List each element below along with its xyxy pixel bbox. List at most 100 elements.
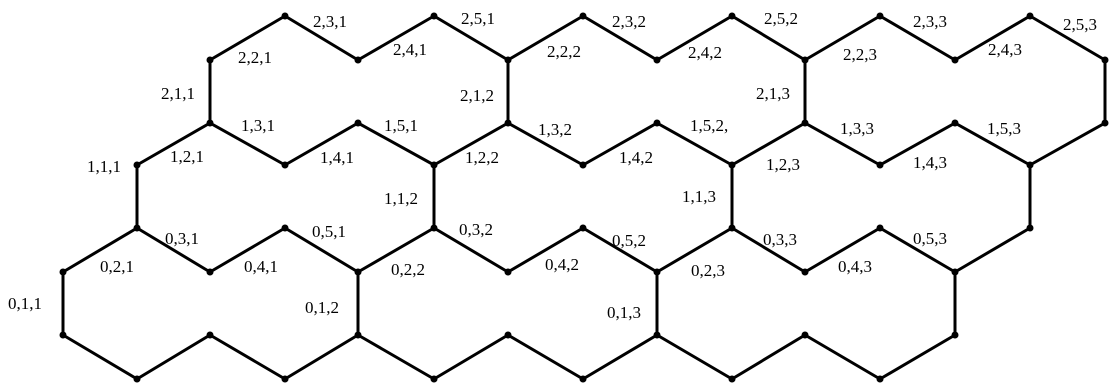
graph-edge bbox=[730, 14, 807, 62]
graph-edge bbox=[61, 333, 139, 381]
vertex-label: 2,5,1 bbox=[461, 9, 495, 28]
graph-vertex bbox=[579, 224, 587, 232]
vertex-label: 0,4,2 bbox=[545, 255, 579, 274]
vertex-label: 0,5,2 bbox=[612, 231, 646, 250]
graph-vertex bbox=[430, 12, 438, 20]
graph-edges bbox=[61, 14, 1107, 381]
graph-vertex bbox=[653, 56, 661, 64]
vertex-label: 2,4,2 bbox=[688, 43, 722, 62]
graph-edge bbox=[208, 226, 287, 274]
graph-edge bbox=[1028, 121, 1107, 167]
graph-vertex bbox=[579, 12, 587, 20]
graph-edge bbox=[953, 121, 1032, 167]
vertex-label: 1,5,1 bbox=[384, 116, 418, 135]
graph-edge bbox=[581, 333, 659, 381]
vertex-label: 2,1,1 bbox=[161, 84, 195, 103]
vertex-label: 2,3,3 bbox=[913, 12, 947, 31]
graph-edge bbox=[803, 226, 882, 274]
vertex-label: 2,3,2 bbox=[612, 12, 646, 31]
graph-edge bbox=[283, 333, 360, 381]
graph-edge bbox=[1028, 14, 1107, 62]
graph-edge bbox=[655, 333, 734, 381]
graph-vertex bbox=[653, 119, 661, 127]
graph-vertex bbox=[876, 161, 884, 169]
vertex-label: 1,1,3 bbox=[682, 187, 716, 206]
graph-edge bbox=[803, 333, 882, 381]
vertex-label: 0,3,1 bbox=[165, 229, 199, 248]
graph-vertex bbox=[876, 224, 884, 232]
graph-edge bbox=[953, 14, 1032, 62]
graph-vertex bbox=[281, 375, 289, 383]
vertex-label: 2,4,3 bbox=[988, 40, 1022, 59]
graph-vertex bbox=[653, 331, 661, 339]
graph-vertex bbox=[354, 56, 362, 64]
graph-vertex bbox=[59, 331, 67, 339]
vertex-label: 2,5,3 bbox=[1063, 15, 1097, 34]
graph-vertices bbox=[59, 12, 1109, 383]
graph-edge bbox=[135, 333, 212, 381]
graph-edge bbox=[208, 121, 287, 167]
graph-vertex bbox=[281, 224, 289, 232]
vertex-label: 0,4,3 bbox=[838, 257, 872, 276]
graph-edge bbox=[208, 14, 287, 62]
vertex-label: 2,5,2 bbox=[764, 9, 798, 28]
graph-vertex bbox=[430, 375, 438, 383]
graph-vertex bbox=[1026, 161, 1034, 169]
graph-vertex bbox=[206, 331, 214, 339]
graph-vertex bbox=[951, 331, 959, 339]
vertex-label: 1,3,1 bbox=[241, 116, 275, 135]
graph-edge bbox=[506, 14, 585, 62]
graph-vertex bbox=[504, 268, 512, 276]
graph-edge bbox=[356, 226, 436, 274]
graph-edge bbox=[506, 121, 585, 167]
graph-vertex bbox=[801, 56, 809, 64]
vertex-label: 2,2,3 bbox=[843, 45, 877, 64]
graph-vertex bbox=[354, 331, 362, 339]
vertex-label: 1,2,2 bbox=[465, 148, 499, 167]
graph-vertex bbox=[801, 268, 809, 276]
graph-vertex bbox=[281, 12, 289, 20]
vertex-label: 1,2,3 bbox=[766, 155, 800, 174]
graph-vertex bbox=[728, 12, 736, 20]
graph-edge bbox=[506, 226, 585, 274]
graph-edge bbox=[506, 333, 585, 381]
graph-vertex bbox=[133, 224, 141, 232]
graph-vertex bbox=[876, 375, 884, 383]
graph-vertex bbox=[430, 224, 438, 232]
graph-edge bbox=[655, 121, 734, 167]
graph-vertex bbox=[801, 331, 809, 339]
graph-edge bbox=[730, 226, 807, 274]
graph-edge bbox=[432, 333, 510, 381]
graph-vertex bbox=[1101, 56, 1109, 64]
vertex-label: 1,2,1 bbox=[170, 147, 204, 166]
graph-vertex bbox=[206, 119, 214, 127]
vertex-label: 1,4,1 bbox=[320, 148, 354, 167]
vertex-label: 1,3,3 bbox=[840, 119, 874, 138]
graph-vertex bbox=[579, 375, 587, 383]
graph-edge bbox=[655, 226, 734, 274]
graph-vertex bbox=[951, 56, 959, 64]
graph-edge bbox=[135, 226, 212, 274]
graph-vertex bbox=[504, 56, 512, 64]
graph-edge bbox=[283, 14, 360, 62]
vertex-label: 1,3,2 bbox=[538, 120, 572, 139]
vertex-label: 0,2,1 bbox=[100, 257, 134, 276]
graph-vertex bbox=[354, 268, 362, 276]
vertex-label: 1,4,3 bbox=[913, 153, 947, 172]
graph-edge bbox=[655, 14, 734, 62]
vertex-label: 0,2,2 bbox=[391, 260, 425, 279]
vertex-label: 0,5,3 bbox=[913, 229, 947, 248]
graph-vertex bbox=[728, 161, 736, 169]
vertex-label: 2,2,2 bbox=[547, 42, 581, 61]
graph-edge bbox=[208, 333, 287, 381]
graph-edge bbox=[61, 226, 139, 274]
vertex-label: 0,4,1 bbox=[244, 257, 278, 276]
vertex-label: 1,1,1 bbox=[87, 157, 121, 176]
vertex-label: 0,5,1 bbox=[312, 222, 346, 241]
graph-edge bbox=[730, 121, 807, 167]
vertex-label: 2,1,2 bbox=[460, 86, 494, 105]
vertex-label: 0,3,2 bbox=[459, 220, 493, 239]
vertex-labels: 0,1,1 0,2,1 0,3,1 0,4,1 0,5,1 0,1,2 0,2,… bbox=[8, 9, 1097, 322]
graph-edge bbox=[356, 333, 436, 381]
